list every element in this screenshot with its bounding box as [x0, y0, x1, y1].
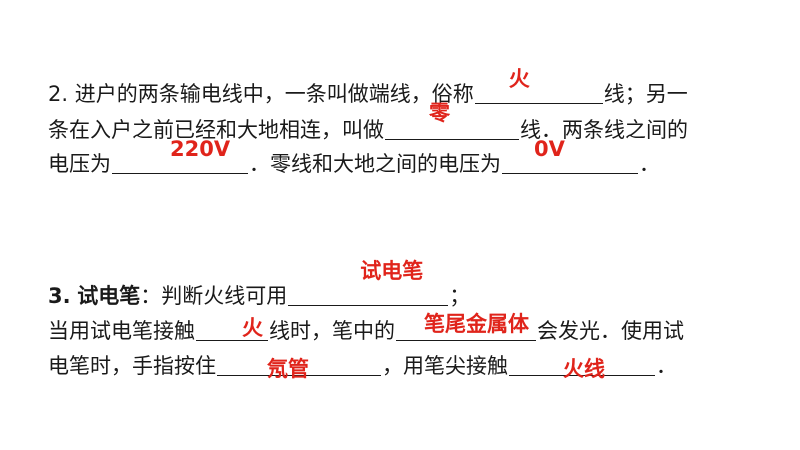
q3-text-3a: 电笔时，手指按住 [48, 354, 216, 378]
q2-answer-neutral: 零 [429, 101, 450, 125]
q2-answer-live: 火 [508, 67, 530, 91]
q3-text-3c: ． [656, 354, 677, 378]
q3-number: 3. [48, 284, 71, 308]
q2-blank-neutral[interactable]: 零 [385, 101, 519, 140]
q2-answer-voltage: 220V [170, 137, 231, 161]
q2-text-1a: 进户的两条输电线中，一条叫做端线，俗称 [74, 82, 474, 106]
q2-text-2a: 条在入户之前已经和大地相连，叫做 [48, 118, 384, 142]
q2-text-2b: 线．两条线之间的 [520, 118, 688, 142]
q3-blank-glow-part[interactable]: 笔尾金属体 [396, 312, 536, 341]
q3-text-3b: ，用笔尖接触 [382, 354, 508, 378]
q2-blank-voltage-ground[interactable]: 0V [502, 137, 638, 174]
q3-text-1b: ； [449, 284, 471, 308]
q2-line-1: 2. 进户的两条输电线中，一条叫做端线，俗称 火线；另一 [48, 67, 688, 108]
q2-blank-live[interactable]: 火 [474, 67, 603, 104]
q3-title: 试电笔 [77, 283, 141, 308]
q3-answer-tool: 试电笔 [360, 259, 424, 283]
q3-text-2b: 线时，笔中的 [269, 319, 395, 343]
q3-text-2a: 当用试电笔接触 [48, 319, 195, 343]
q2-line-2: 条在入户之前已经和大地相连，叫做 零线．两条线之间的 [48, 101, 688, 144]
q3-blank-finger[interactable]: 氖管 [217, 353, 381, 381]
q3-text-1a: ：判断火线可用 [140, 284, 288, 308]
q3-answer-finger: 氖管 [267, 357, 309, 381]
q2-text-3a: 电压为 [48, 152, 111, 176]
q2-text-3b: ．零线和大地之间的电压为 [249, 152, 501, 176]
q2-blank-voltage[interactable]: 220V [112, 137, 248, 174]
q3-line-2: 当用试电笔接触 火线时，笔中的 笔尾金属体会发光．使用试 [48, 312, 684, 345]
q2-text-1b: 线；另一 [603, 82, 688, 106]
q3-answer-tip: 火线 [563, 357, 605, 381]
q3-answer-glow-part: 笔尾金属体 [424, 312, 529, 336]
q2-text-3c: ． [639, 152, 660, 176]
q3-blank-tip[interactable]: 火线 [509, 353, 655, 381]
q3-blank-touch-wire[interactable]: 火 [196, 316, 268, 341]
q3-text-2c: 会发光．使用试 [537, 319, 684, 343]
q3-line-1: 3. 试电笔：判断火线可用试电笔； [48, 259, 471, 310]
q2-answer-voltage-ground: 0V [534, 137, 565, 161]
q3-answer-touch-wire: 火 [242, 316, 263, 340]
q3-line-3: 电笔时，手指按住 氖管 ，用笔尖接触 火线 ． [48, 352, 677, 381]
q3-blank-tool[interactable]: 试电笔 [288, 259, 449, 306]
q2-number: 2. [48, 82, 69, 106]
q2-line-3: 电压为 220V ．零线和大地之间的电压为 0V ． [48, 137, 660, 178]
